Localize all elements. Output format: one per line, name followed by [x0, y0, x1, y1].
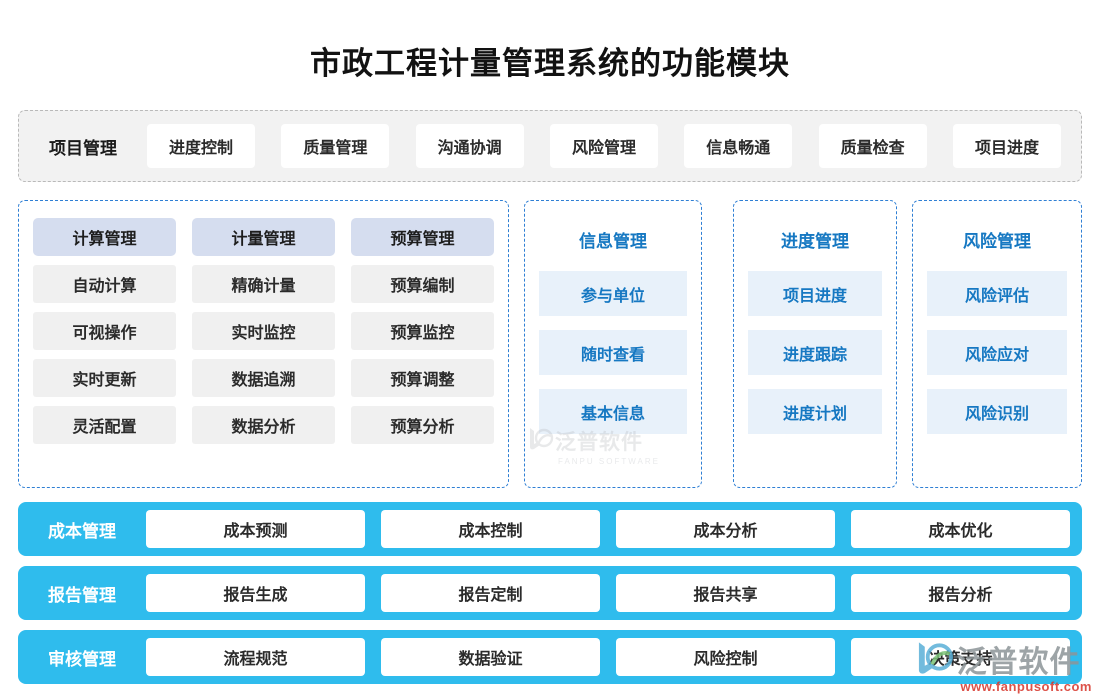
column-list: 计算管理 自动计算 可视操作 实时更新 灵活配置 计量管理 精确计量 实时监控 …	[19, 201, 508, 487]
stack-cell[interactable]: 风险评估	[927, 271, 1067, 316]
bottom-row-chip[interactable]: 成本优化	[851, 510, 1070, 548]
topbar-chip[interactable]: 质量管理	[281, 124, 390, 168]
panel-risk-management: 风险管理 风险评估 风险应对 风险识别	[912, 200, 1082, 488]
bottom-row-audit-management: 审核管理 流程规范 数据验证 风险控制 决策支持	[18, 630, 1082, 684]
stack-header[interactable]: 信息管理	[579, 232, 647, 251]
bottom-row-chip[interactable]: 报告生成	[146, 574, 365, 612]
column-cell[interactable]: 可视操作	[33, 312, 176, 350]
stack-list: 信息管理 参与单位 随时查看 基本信息	[525, 201, 701, 487]
column-header[interactable]: 预算管理	[351, 218, 494, 256]
bottom-row-item-list: 报告生成 报告定制 报告共享 报告分析	[146, 574, 1070, 612]
stack-cell[interactable]: 项目进度	[748, 271, 882, 316]
column-cell[interactable]: 预算编制	[351, 265, 494, 303]
column-cell[interactable]: 自动计算	[33, 265, 176, 303]
stack-cell[interactable]: 风险应对	[927, 330, 1067, 375]
bottom-row-lead-label: 审核管理	[48, 649, 116, 669]
panel-columns-group: 计算管理 自动计算 可视操作 实时更新 灵活配置 计量管理 精确计量 实时监控 …	[18, 200, 509, 488]
page-title: 市政工程计量管理系统的功能模块	[310, 46, 790, 81]
topbar-chip[interactable]: 项目进度	[952, 124, 1061, 168]
stack-cell[interactable]: 风险识别	[927, 389, 1067, 434]
column-budget: 预算管理 预算编制 预算监控 预算调整 预算分析	[351, 218, 494, 473]
topbar-item-list: 进度控制 质量管理 沟通协调 风险管理 信息畅通 质量检查 项目进度	[147, 124, 1081, 168]
middle-panels: 计算管理 自动计算 可视操作 实时更新 灵活配置 计量管理 精确计量 实时监控 …	[18, 200, 1082, 488]
topbar-chip[interactable]: 信息畅通	[684, 124, 793, 168]
bottom-row-lead-label: 报告管理	[48, 585, 116, 605]
bottom-row-chip[interactable]: 决策支持	[851, 638, 1070, 676]
topbar-chip[interactable]: 沟通协调	[415, 124, 524, 168]
panel-progress-management: 进度管理 项目进度 进度跟踪 进度计划	[733, 200, 897, 488]
column-cell[interactable]: 灵活配置	[33, 406, 176, 444]
bottom-row-chip[interactable]: 成本控制	[381, 510, 600, 548]
stack-cell[interactable]: 进度跟踪	[748, 330, 882, 375]
topbar-group: 项目管理 进度控制 质量管理 沟通协调 风险管理 信息畅通 质量检查 项目进度	[18, 110, 1082, 182]
topbar-chip[interactable]: 风险管理	[549, 124, 658, 168]
bottom-row-chip[interactable]: 报告共享	[616, 574, 835, 612]
panel-information-management: 信息管理 参与单位 随时查看 基本信息	[524, 200, 702, 488]
column-calculation: 计算管理 自动计算 可视操作 实时更新 灵活配置	[33, 218, 176, 473]
column-cell[interactable]: 预算调整	[351, 359, 494, 397]
bottom-row-item-list: 成本预测 成本控制 成本分析 成本优化	[146, 510, 1070, 548]
column-cell[interactable]: 数据追溯	[192, 359, 335, 397]
stack-list: 进度管理 项目进度 进度跟踪 进度计划	[734, 201, 896, 487]
column-cell[interactable]: 预算监控	[351, 312, 494, 350]
topbar-chip[interactable]: 进度控制	[147, 124, 255, 168]
topbar-chip[interactable]: 质量检查	[818, 124, 927, 168]
stack-header[interactable]: 风险管理	[963, 232, 1031, 251]
column-cell[interactable]: 预算分析	[351, 406, 494, 444]
bottom-row-chip[interactable]: 风险控制	[616, 638, 835, 676]
stack-cell[interactable]: 基本信息	[539, 389, 687, 434]
bottom-row-cost-management: 成本管理 成本预测 成本控制 成本分析 成本优化	[18, 502, 1082, 556]
column-cell[interactable]: 实时更新	[33, 359, 176, 397]
bottom-row-chip[interactable]: 报告定制	[381, 574, 600, 612]
bottom-row-chip[interactable]: 报告分析	[851, 574, 1070, 612]
column-measurement: 计量管理 精确计量 实时监控 数据追溯 数据分析	[192, 218, 335, 473]
column-header[interactable]: 计算管理	[33, 218, 176, 256]
stack-list: 风险管理 风险评估 风险应对 风险识别	[913, 201, 1081, 487]
bottom-row-chip[interactable]: 成本预测	[146, 510, 365, 548]
bottom-row-lead-label: 成本管理	[48, 521, 116, 541]
column-cell[interactable]: 数据分析	[192, 406, 335, 444]
stack-cell[interactable]: 参与单位	[539, 271, 687, 316]
stack-header[interactable]: 进度管理	[781, 232, 849, 251]
stack-cell[interactable]: 进度计划	[748, 389, 882, 434]
column-header[interactable]: 计量管理	[192, 218, 335, 256]
bottom-row-item-list: 流程规范 数据验证 风险控制 决策支持	[146, 638, 1070, 676]
column-cell[interactable]: 精确计量	[192, 265, 335, 303]
bottom-row-chip[interactable]: 流程规范	[146, 638, 365, 676]
column-cell[interactable]: 实时监控	[192, 312, 335, 350]
stack-cell[interactable]: 随时查看	[539, 330, 687, 375]
topbar-lead-label: 项目管理	[49, 138, 117, 158]
bottom-row-report-management: 报告管理 报告生成 报告定制 报告共享 报告分析	[18, 566, 1082, 620]
bottom-row-chip[interactable]: 成本分析	[616, 510, 835, 548]
bottom-row-chip[interactable]: 数据验证	[381, 638, 600, 676]
